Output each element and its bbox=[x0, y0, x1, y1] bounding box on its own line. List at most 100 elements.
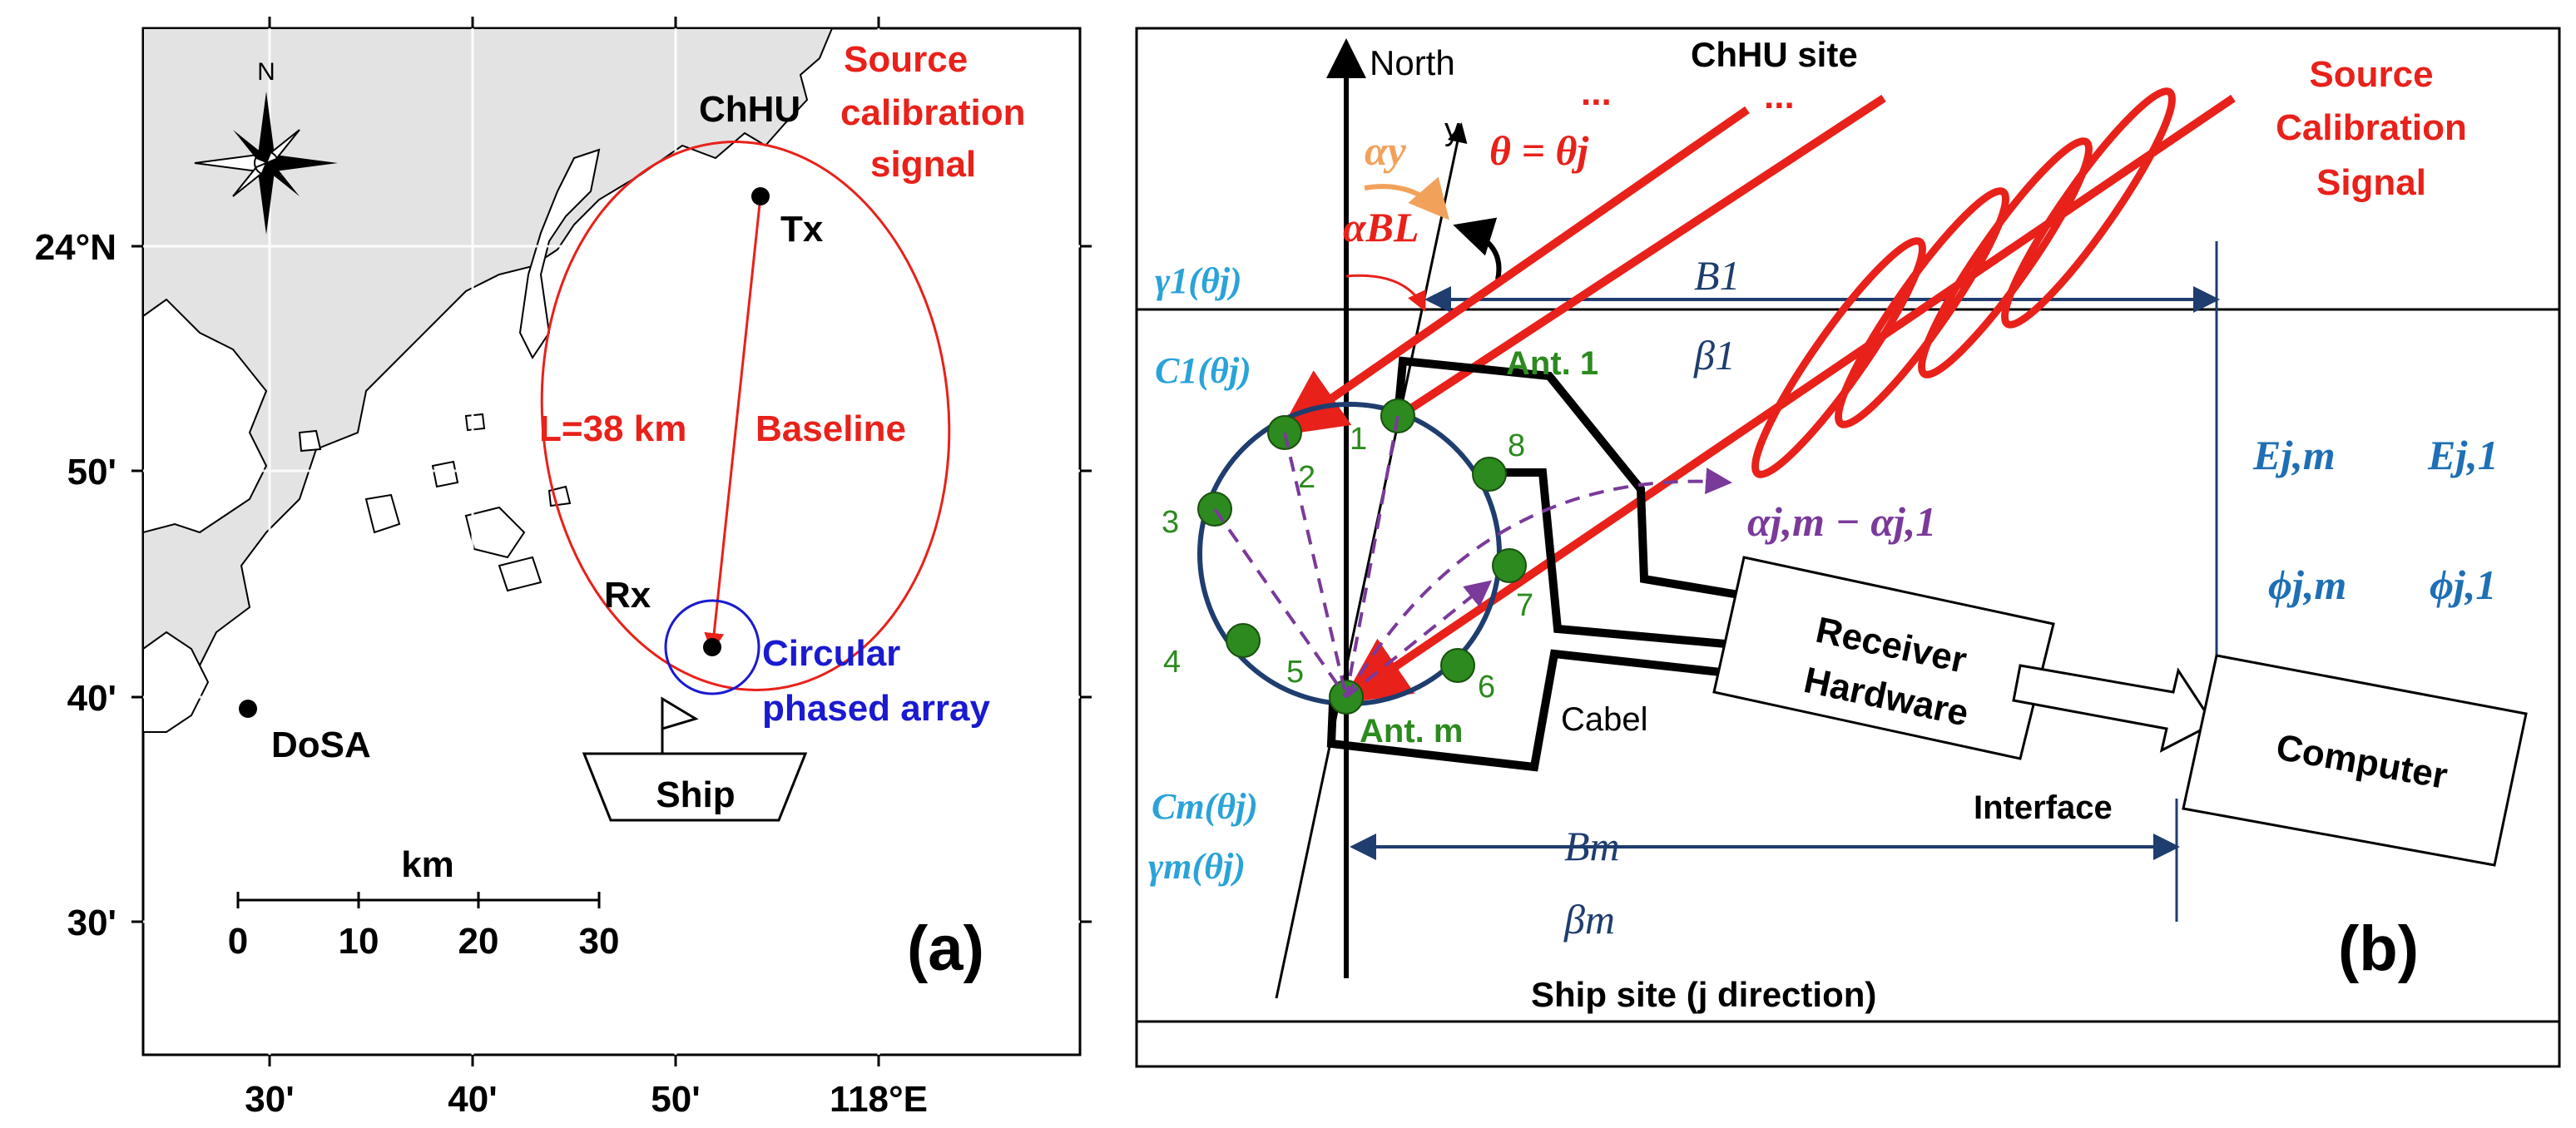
baseline-label: Baseline bbox=[755, 408, 906, 449]
antenna-number: 1 bbox=[1350, 422, 1367, 457]
panel-a-map: 24°N 50' 40' 30' 30' 40' 50' 118°E N bbox=[35, 17, 1092, 1120]
theta-label: θ = θj bbox=[1489, 127, 1589, 174]
lat-tick-label: 24°N bbox=[35, 227, 116, 268]
y-axis-label: y bbox=[1444, 112, 1460, 147]
e-jm-label: Ej,m bbox=[2252, 432, 2336, 478]
panel-a-tag: (a) bbox=[907, 913, 984, 984]
gamma1-label: γ1(θj) bbox=[1155, 260, 1242, 301]
coast-inlet bbox=[143, 631, 210, 733]
signal-rays bbox=[1277, 94, 2236, 704]
chhu-label: ChHU bbox=[699, 89, 800, 130]
antenna-7 bbox=[1492, 548, 1527, 583]
phi-jm-label: ϕj,m bbox=[2268, 562, 2346, 608]
scale-tick-label: 10 bbox=[339, 921, 379, 962]
alpha-y-arc bbox=[1364, 176, 1449, 220]
north-label: North bbox=[1370, 43, 1455, 82]
alpha-bl-label: αBL bbox=[1343, 204, 1419, 250]
dosa-label: DoSA bbox=[271, 725, 371, 765]
antenna-number: 4 bbox=[1163, 645, 1181, 680]
bm-label: Bm bbox=[1564, 823, 1620, 869]
alpha-y-label: αy bbox=[1365, 127, 1407, 174]
y-axis bbox=[1275, 122, 1468, 999]
panel-b-tag: (b) bbox=[2338, 913, 2419, 984]
source-signal-label: Signal bbox=[2316, 162, 2426, 203]
alpha-bl-arc bbox=[1345, 274, 1426, 312]
lat-tick-label: 30' bbox=[67, 903, 116, 943]
source-label: calibration bbox=[840, 92, 1026, 133]
distance-label: L=38 km bbox=[539, 408, 686, 449]
c1-label: C1(θj) bbox=[1155, 350, 1251, 391]
antennas bbox=[1197, 398, 1527, 715]
scale-bar bbox=[236, 892, 601, 908]
antenna-6 bbox=[1440, 648, 1475, 683]
source-label: Source bbox=[844, 39, 968, 80]
computer-box bbox=[2182, 654, 2528, 867]
ship-label: Ship bbox=[656, 774, 735, 815]
phi-j1-label: ϕj,1 bbox=[2430, 562, 2496, 608]
panel-b-diagram: North y ChHU site ... ... αy θ = θj αBL … bbox=[1135, 27, 2561, 1068]
scale-tick-label: 30 bbox=[579, 921, 620, 962]
black-curve-arrow bbox=[1453, 217, 1502, 280]
interface-arrow bbox=[2012, 664, 2216, 753]
cm-label: Cm(θj) bbox=[1152, 786, 1258, 827]
dosa-point bbox=[239, 700, 257, 718]
scale-tick-label: 20 bbox=[458, 921, 499, 962]
antenna-number: 6 bbox=[1478, 670, 1495, 705]
antenna-number: 8 bbox=[1508, 428, 1525, 463]
ship-site-label: Ship site (j direction) bbox=[1531, 975, 1876, 1014]
cables bbox=[1326, 356, 1745, 772]
coast-peninsula bbox=[143, 298, 268, 534]
dots-top-left: ... bbox=[1581, 72, 1612, 113]
lon-tick-label: 118°E bbox=[830, 1079, 928, 1120]
chhu-site-label: ChHU site bbox=[1691, 35, 1858, 74]
antenna-number: 7 bbox=[1516, 588, 1533, 623]
source-signal-label: Calibration bbox=[2276, 107, 2467, 148]
antenna-numbers: 1 2 3 4 5 6 7 8 bbox=[1162, 422, 1533, 705]
scale-tick-label: 0 bbox=[228, 921, 248, 962]
rx-label: Rx bbox=[604, 575, 651, 616]
ant-1-label: Ant. 1 bbox=[1506, 345, 1598, 382]
antenna-number: 3 bbox=[1162, 505, 1179, 540]
source-label: signal bbox=[870, 144, 976, 185]
lon-tick-label: 30' bbox=[245, 1079, 294, 1120]
land-mass bbox=[143, 28, 834, 683]
interface-label: Interface bbox=[1974, 789, 2113, 826]
compass-rose-icon bbox=[194, 92, 338, 235]
phase-lines bbox=[1213, 415, 1732, 699]
array-label: Circular bbox=[762, 633, 900, 674]
antenna-number: 5 bbox=[1286, 655, 1304, 690]
alpha-diff-label: αj,m − αj,1 bbox=[1747, 498, 1936, 545]
signal-wave bbox=[1751, 87, 2177, 478]
islands bbox=[298, 148, 601, 592]
gammam-label: γm(θj) bbox=[1148, 846, 1246, 887]
baseline-ellipse bbox=[540, 141, 951, 691]
antenna-8 bbox=[1472, 457, 1507, 492]
circular-array-marker bbox=[664, 599, 760, 695]
lat-tick-label: 40' bbox=[67, 678, 116, 719]
lat-tick-label: 50' bbox=[67, 452, 116, 492]
e-j1-label: Ej,1 bbox=[2427, 432, 2499, 478]
baseline-line bbox=[704, 195, 762, 653]
diagram-frame bbox=[1135, 27, 2561, 1068]
lon-tick-label: 40' bbox=[448, 1079, 497, 1120]
betam-label: βm bbox=[1563, 896, 1615, 942]
array-label: phased array bbox=[762, 688, 990, 729]
tx-point bbox=[751, 187, 770, 205]
scale-title: km bbox=[401, 844, 454, 885]
cabel-label: Cabel bbox=[1561, 701, 1648, 738]
antenna-number: 2 bbox=[1298, 460, 1315, 495]
rx-point bbox=[703, 638, 721, 656]
ship-icon bbox=[582, 696, 808, 822]
b1-label: B1 bbox=[1694, 252, 1741, 299]
compass-north-label: N bbox=[257, 58, 275, 86]
ant-m-label: Ant. m bbox=[1360, 713, 1463, 750]
lon-tick-label: 50' bbox=[651, 1079, 700, 1120]
dots-top: ... bbox=[1764, 76, 1795, 116]
source-signal-label: Source bbox=[2309, 54, 2433, 95]
antenna-4 bbox=[1226, 623, 1261, 658]
tx-label: Tx bbox=[780, 209, 824, 250]
map-grid bbox=[143, 28, 1080, 1055]
beta1-label: β1 bbox=[1693, 332, 1736, 378]
receiver-hardware-box bbox=[1712, 556, 2055, 760]
map-ticks bbox=[131, 17, 1092, 1066]
